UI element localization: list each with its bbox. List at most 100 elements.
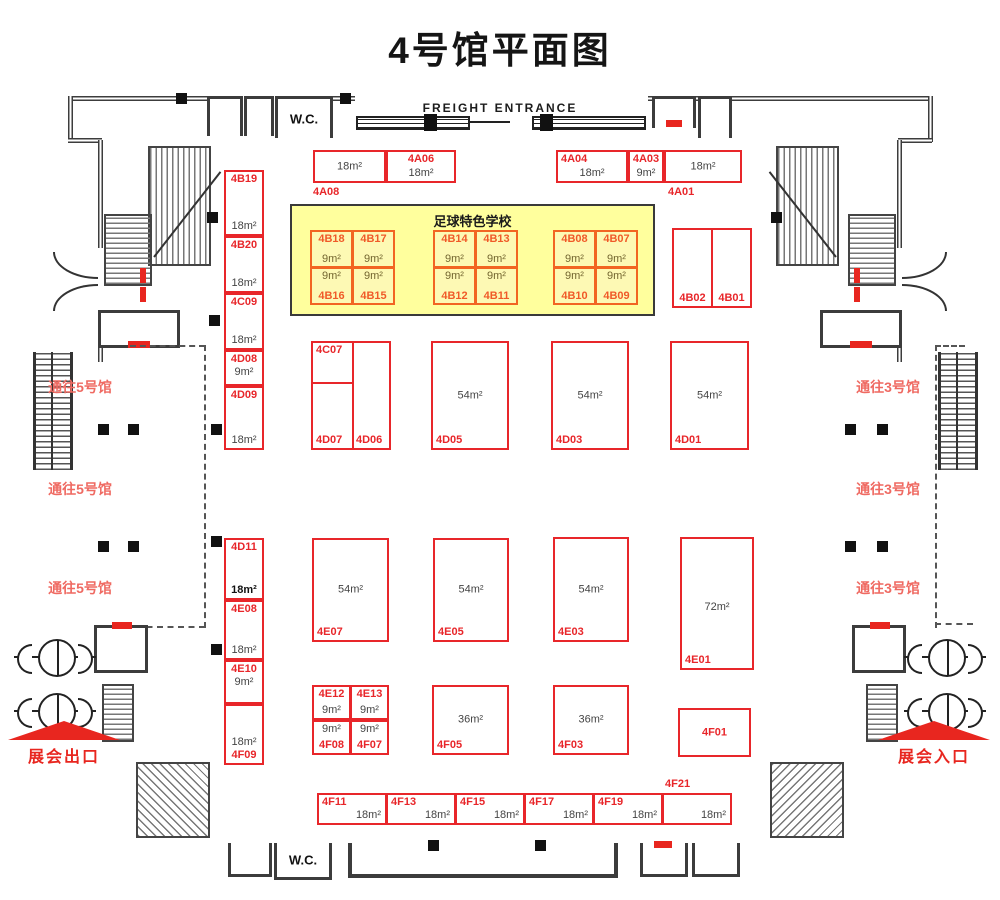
pillar [535,840,546,851]
booth-id: 4B02 [679,292,706,305]
booth-4B16[interactable]: 9m² 4B16 [310,267,353,305]
escalator-left [33,352,73,470]
to-hall3-label: 通往3号馆 [856,379,920,395]
wall-segment [898,138,932,143]
booth-4F19[interactable]: 4F19 18m² [593,793,663,825]
booth-4E05[interactable]: 54m² 4E05 [433,538,509,642]
booth-4D01[interactable]: 54m² 4D01 [670,341,749,450]
booth-4B09[interactable]: 9m² 4B09 [595,267,638,305]
booth-4F07[interactable]: 9m² 4F07 [350,720,389,755]
booth-4B15[interactable]: 9m² 4B15 [352,267,395,305]
dashed-guide [115,626,205,628]
booth-4F11[interactable]: 4F11 18m² [317,793,387,825]
booth-4B01[interactable]: 4B01 [711,228,752,308]
booth-id: 4D07 [316,434,343,447]
booth-4F01[interactable]: 4F01 [678,708,751,757]
booth-4F08[interactable]: 9m² 4F08 [312,720,351,755]
fire-equipment-mark [128,341,150,348]
booth-4C09[interactable]: 4C09 18m² [224,293,264,350]
booth-4B18[interactable]: 4B18 9m² [310,230,353,268]
booth-size: 9m² [322,723,341,735]
booth-4F13[interactable]: 4F13 18m² [386,793,456,825]
booth-4A08[interactable]: 18m² [313,150,386,183]
booth-4D09[interactable]: 4D09 18m² [224,386,264,450]
utility-room [228,843,272,877]
pillar [877,424,888,435]
booth-4A03[interactable]: 4A03 9m² [628,150,664,183]
booth-size: 9m² [565,252,584,265]
booth-4F09[interactable]: 18m² 4F09 [224,704,264,765]
wc-label-bottom: W.C. [288,852,318,868]
booth-size: 54m² [577,389,603,402]
booth-4B20[interactable]: 4B20 18m² [224,236,264,293]
booth-4E10[interactable]: 4E10 9m² [224,660,264,704]
booth-4F21[interactable]: 18m² [662,793,732,825]
booth-4E08[interactable]: 4E08 18m² [224,600,264,660]
booth-4D08[interactable]: 4D08 9m² [224,350,264,386]
wc-label-top: W.C. [289,111,319,126]
pillar [428,840,439,851]
booth-size: 18m² [336,160,363,173]
booth-4A04[interactable]: 4A04 18m² [556,150,628,183]
booth-4D03[interactable]: 54m² 4D03 [551,341,629,450]
booth-4A06[interactable]: 4A06 18m² [386,150,456,183]
booth-id: 4F03 [558,739,584,752]
booth-4D05[interactable]: 54m² 4D05 [431,341,509,450]
booth-size: 9m² [487,270,506,282]
booth-4B10[interactable]: 9m² 4B10 [553,267,596,305]
booth-4B13[interactable]: 4B13 9m² [475,230,518,268]
booth-size: 9m² [360,704,379,717]
booth-id: 4F09 [231,749,257,762]
booth-size: 18m² [493,809,519,822]
booth-4E07[interactable]: 54m² 4E07 [312,538,389,642]
booth-4B12[interactable]: 9m² 4B12 [433,267,476,305]
freight-door [356,116,470,130]
wall-segment [68,96,73,142]
booth-4B19[interactable]: 4B19 18m² [224,170,264,236]
fire-equipment-mark [654,841,672,848]
booth-4F15[interactable]: 4F15 18m² [455,793,525,825]
booth-4F05[interactable]: 36m² 4F05 [432,685,509,755]
escalator-right [938,352,978,470]
booth-4B07[interactable]: 4B07 9m² [595,230,638,268]
booth-4A01[interactable]: 18m² [664,150,742,183]
booth-id: 4B18 [318,233,345,245]
booth-id: 4B01 [718,292,745,305]
booth-4E03[interactable]: 54m² 4E03 [553,537,629,642]
booth-id: 4B13 [483,233,510,245]
booth-size: 9m² [234,366,254,378]
wc-room-top: W.C. [275,96,333,138]
booth-id: 4D09 [230,389,258,401]
booth-id: 4F08 [318,739,345,752]
booth-4D11[interactable]: 4D11 18m² [224,538,264,600]
wall-segment [68,96,208,101]
pillar [877,541,888,552]
dashed-guide [204,345,206,628]
vestibule [852,625,906,673]
booth-size: 54m² [337,583,364,596]
booth-id: 4E13 [356,688,383,700]
booth-4E01[interactable]: 72m² 4E01 [680,537,754,670]
booth-size: 9m² [364,270,383,282]
booth-4E13[interactable]: 4E13 9m² [350,685,389,720]
booth-group-4C07-4D07-4D06[interactable]: 4C07 4D07 4D06 [311,341,391,450]
booth-4B14[interactable]: 4B14 9m² [433,230,476,268]
booth-id: 4B10 [561,289,588,302]
booth-size: 9m² [445,270,464,282]
fire-equipment-mark [140,287,146,302]
fire-equipment-mark [850,341,872,348]
wall-segment [470,121,510,123]
booth-4B02[interactable]: 4B02 [672,228,713,308]
booth-4E12[interactable]: 4E12 9m² [312,685,351,720]
booth-4F03[interactable]: 36m² 4F03 [553,685,629,755]
escalator-rail [956,352,958,470]
freight-door-block [540,114,553,131]
booth-4B11[interactable]: 9m² 4B11 [475,267,518,305]
booth-id: 4D06 [356,434,383,447]
booth-id: 4F01 [701,726,728,739]
booth-size: 54m² [458,583,484,596]
booth-4B17[interactable]: 4B17 9m² [352,230,395,268]
booth-4F17[interactable]: 4F17 18m² [524,793,594,825]
booth-4B08[interactable]: 4B08 9m² [553,230,596,268]
